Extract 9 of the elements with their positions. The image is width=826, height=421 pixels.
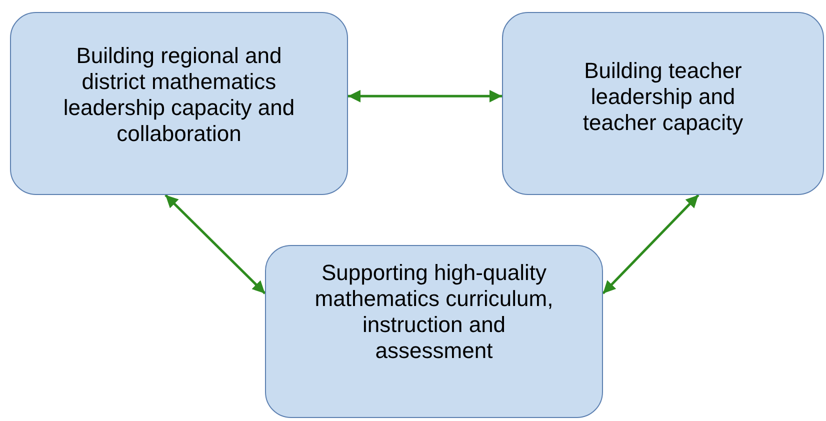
double-arrow (348, 90, 502, 102)
rounded-box (265, 245, 603, 418)
box-text: Building teacher leadership and teacher capacity (582, 58, 744, 136)
double-arrow (164, 194, 266, 294)
box-text: Supporting high-quality mathematics curriculum, instruction and assessment (314, 260, 554, 364)
box-text: Building regional and district mathematics leadership capacity and collaboration (62, 43, 296, 147)
double-arrow (602, 194, 700, 294)
rounded-box (10, 12, 348, 195)
rounded-box (502, 12, 824, 195)
